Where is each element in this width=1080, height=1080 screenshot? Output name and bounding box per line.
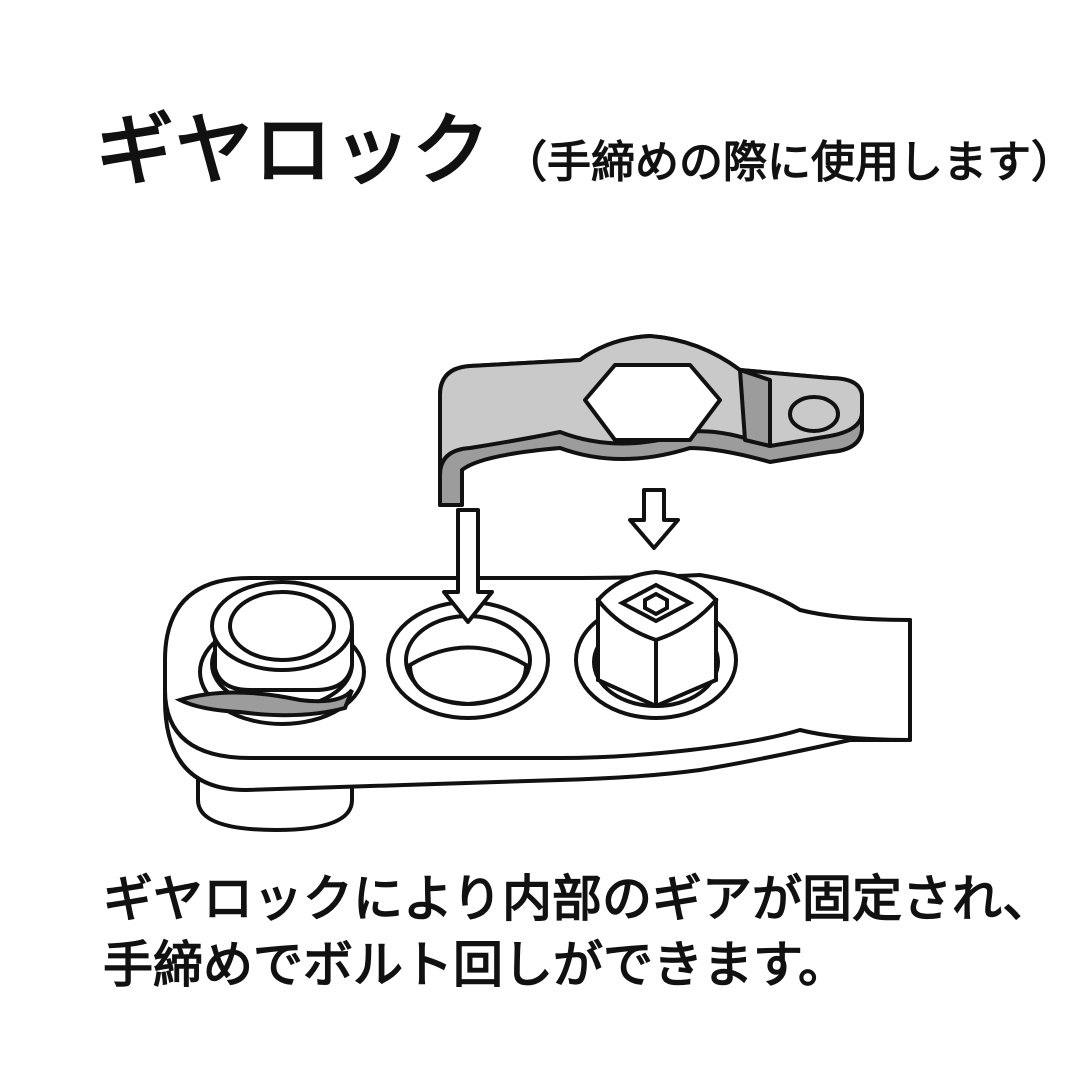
insert-arrow-right: [628, 488, 680, 550]
insert-arrow-left: [442, 508, 494, 624]
caption: ギヤロックにより内部のギアが固定され、 手締めでボルト回しができます。: [103, 866, 1053, 998]
title-row: ギヤロック （手締めの際に使用します）: [96, 88, 1075, 200]
caption-line-1: ギヤロックにより内部のギアが固定され、: [103, 870, 1053, 928]
page-subtitle: （手締めの際に使用します）: [503, 137, 1076, 188]
installed-bolt: [174, 580, 366, 726]
gear-lock-plate: [438, 334, 864, 507]
page-title: ギヤロック: [96, 106, 492, 196]
caption-line-2: 手締めでボルト回しができます。: [103, 936, 848, 994]
empty-socket-hole: [386, 600, 550, 720]
gear-lock-illustration: [163, 334, 912, 832]
hex-bolt-socket: [574, 569, 738, 720]
